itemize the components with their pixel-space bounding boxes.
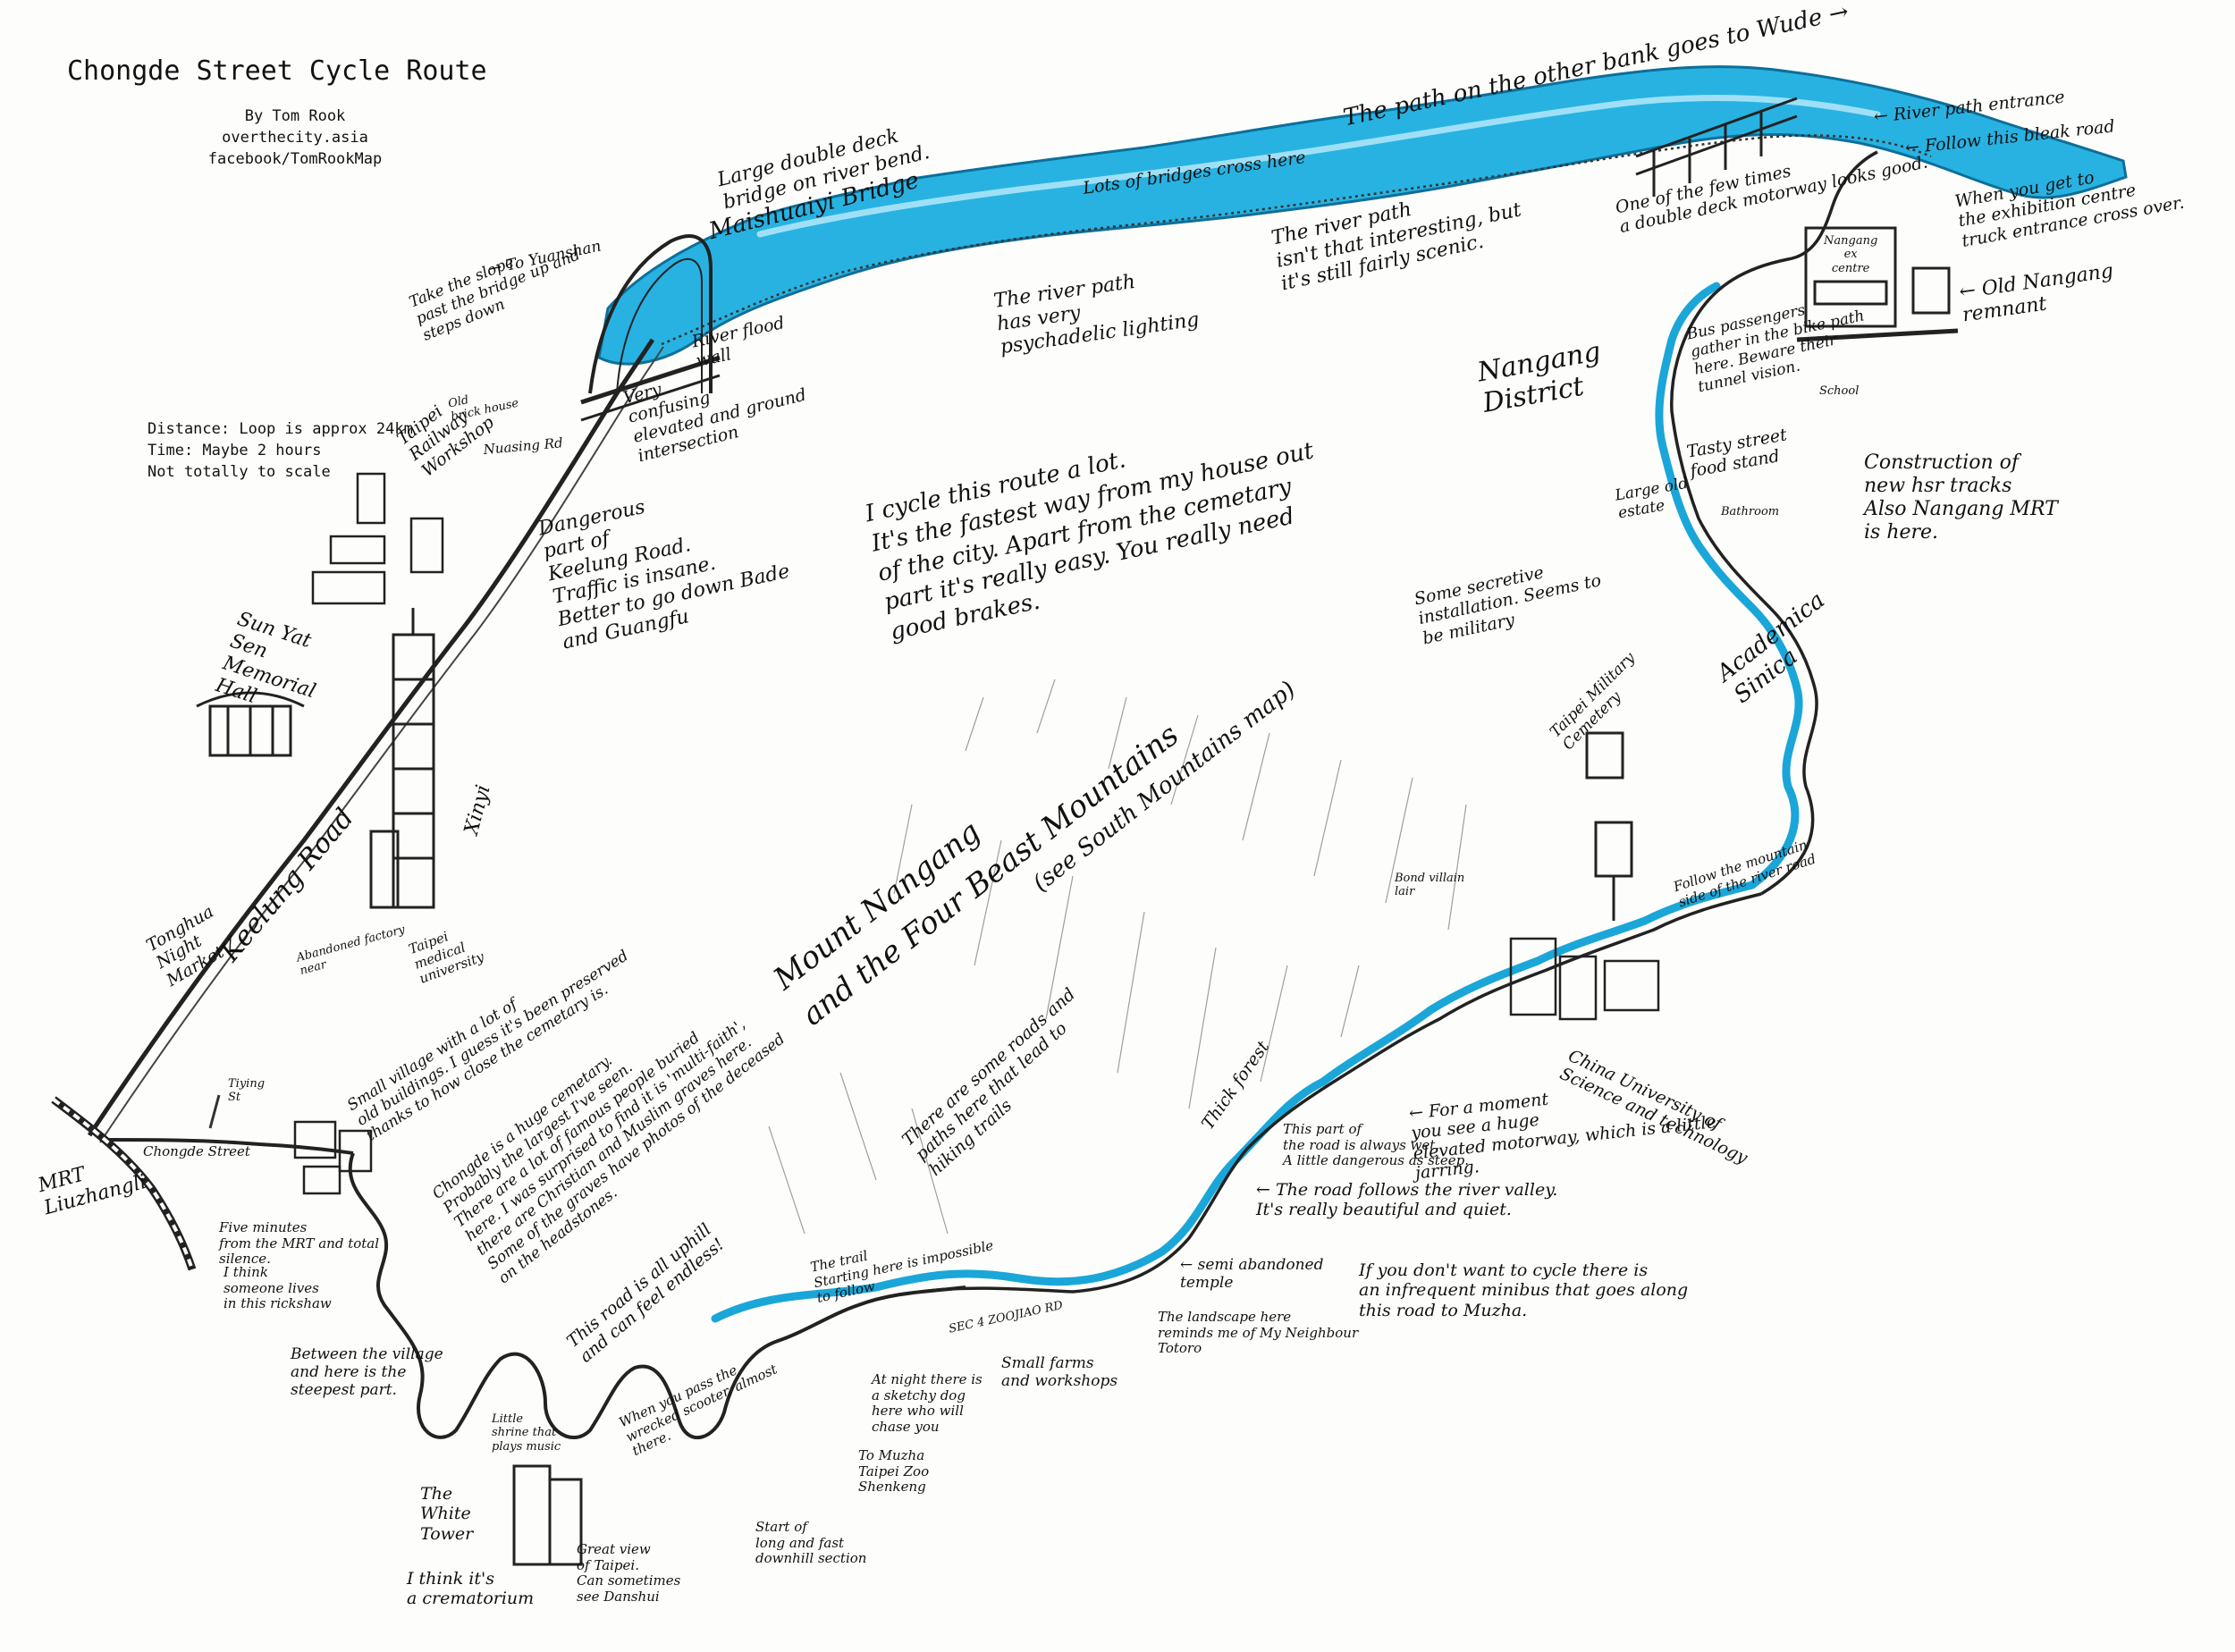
label-to-muzha: To Muzha Taipei Zoo Shenkeng — [858, 1447, 930, 1496]
military-cemetery-monument — [1585, 731, 1633, 921]
label-great-view: Great view of Taipei. Can sometimes see … — [577, 1541, 681, 1606]
china-university-buildings — [1509, 937, 1660, 1021]
keelung-road — [87, 338, 655, 1137]
label-bond-villain-lair: Bond villain lair — [1395, 872, 1465, 899]
label-rickshaw: I think someone lives in this rickshaw — [224, 1264, 332, 1312]
chongde-street — [102, 1138, 354, 1155]
label-small-farms: Small farms and workshops — [1001, 1354, 1118, 1391]
mountain-stream — [711, 282, 1803, 1323]
railway-workshop-buildings — [311, 472, 444, 605]
maishuaiyi-bridge — [580, 234, 721, 422]
map-title: Chongde Street Cycle Route — [67, 55, 487, 87]
label-sketchy-dog: At night there is a sketchy dog here who… — [872, 1371, 983, 1436]
nangang-exhibition-centre — [1796, 226, 1959, 342]
zoojiao-road — [920, 892, 1762, 1294]
stat-distance: Distance: Loop is approx 24km — [148, 420, 413, 438]
cemetery-village-buildings — [293, 1120, 373, 1195]
facebook: facebook/TomRookMap — [207, 150, 383, 168]
keelung-river — [597, 65, 2128, 366]
stat-time: Time: Maybe 2 hours — [148, 442, 322, 459]
website: overthecity.asia — [222, 129, 368, 147]
label-school: School — [1819, 384, 1860, 398]
cemetery-road — [348, 1152, 966, 1440]
label-construction-hsr: Construction of new hsr tracks Also Nang… — [1864, 451, 2058, 544]
label-nangang-ex-centre: Nangang ex centre — [1824, 234, 1878, 275]
tiying-street — [208, 1094, 221, 1129]
white-tower-buildings — [512, 1464, 583, 1566]
river-highlight — [756, 94, 1881, 238]
label-start-downhill: Start of long and fast downhill section — [755, 1519, 867, 1567]
label-follows-river-valley: ← The road follows the river valley. It'… — [1256, 1180, 1558, 1220]
label-white-tower: The White Tower — [420, 1484, 474, 1544]
mountain-hatching — [768, 678, 1467, 1235]
label-bathroom: Bathroom — [1721, 505, 1780, 518]
river-path — [661, 134, 1932, 346]
label-five-minutes: Five minutes from the MRT and total sile… — [219, 1219, 380, 1268]
stat-scale: Not totally to scale — [148, 463, 331, 481]
label-crematorium: I think it's a crematorium — [407, 1569, 535, 1609]
author: By Tom Rook — [244, 107, 346, 125]
label-always-wet: This part of the road is always wet. A l… — [1283, 1121, 1469, 1169]
label-semi-abandoned-temple: ← semi abandoned temple — [1180, 1256, 1324, 1293]
label-little-shrine: Little shrine that plays music — [492, 1412, 561, 1454]
taipei-101-tower — [369, 608, 435, 909]
label-chongde-street: Chongde Street — [143, 1143, 250, 1159]
label-steepest-part: Between the village and here is the stee… — [291, 1345, 443, 1400]
label-minibus: If you don't want to cycle there is an i… — [1359, 1260, 1689, 1320]
double-deck-motorway — [1635, 97, 1798, 197]
label-totoro: The landscape here reminds me of My Neig… — [1158, 1309, 1359, 1357]
label-tiying-st: Tiying St — [228, 1077, 266, 1105]
keelung-road-edge — [99, 346, 664, 1143]
route-stats: Distance: Loop is approx 24km Time: Mayb… — [148, 418, 413, 483]
sun-yat-sen-memorial-hall — [196, 691, 305, 757]
map-credits: By Tom Rook overthecity.asia facebook/To… — [206, 105, 384, 170]
